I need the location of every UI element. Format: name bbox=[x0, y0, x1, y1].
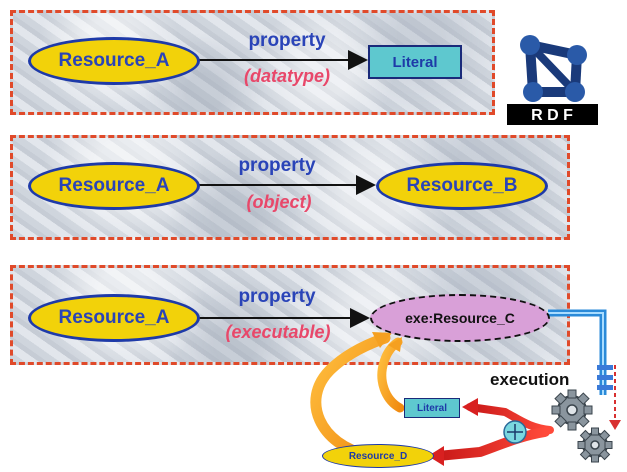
row1-kind-label: (datatype) bbox=[243, 66, 330, 86]
row3-property-label: property bbox=[238, 286, 316, 307]
execution-literal-node: Literal bbox=[404, 398, 460, 418]
execution-resource-node: Resource_D bbox=[322, 444, 434, 468]
rdf-logo: R D F bbox=[505, 30, 600, 125]
row3-subject-label: Resource_A bbox=[58, 307, 170, 328]
return-arrow-inner bbox=[377, 337, 405, 413]
row1-subject-label: Resource_A bbox=[58, 50, 170, 71]
row3-object-prefix: exe: bbox=[405, 310, 434, 326]
row2-object-node: Resource_B bbox=[376, 162, 548, 210]
row2-subject-node: Resource_A bbox=[28, 162, 200, 210]
execution-resource-label: Resource_D bbox=[348, 450, 408, 462]
row3-object-label: Resource_C bbox=[433, 310, 515, 326]
row1-subject-node: Resource_A bbox=[28, 37, 200, 85]
gear-icon bbox=[551, 389, 593, 431]
row2-object-label: Resource_B bbox=[406, 175, 518, 196]
row3-subject-node: Resource_A bbox=[28, 294, 200, 342]
gear-icon bbox=[577, 427, 613, 463]
row2-subject-label: Resource_A bbox=[58, 175, 170, 196]
row2-kind-label: (object) bbox=[246, 192, 312, 212]
row3-kind-label: (executable) bbox=[225, 322, 331, 342]
execution-label: execution bbox=[490, 370, 570, 389]
row3-executable-node: exe: Resource_C bbox=[370, 294, 550, 342]
row1-literal-node: Literal bbox=[368, 45, 462, 79]
output-arrow-resource bbox=[433, 427, 550, 461]
row2-property-label: property bbox=[238, 155, 316, 176]
return-arrow-outer bbox=[310, 332, 391, 461]
rdf-graph-icon bbox=[520, 35, 587, 102]
row1-object-label: Literal bbox=[392, 53, 438, 71]
row1-property-label: property bbox=[248, 30, 326, 51]
execution-literal-label: Literal bbox=[416, 402, 447, 414]
rdf-logo-text: R D F bbox=[531, 107, 573, 124]
combine-icon bbox=[503, 420, 527, 444]
